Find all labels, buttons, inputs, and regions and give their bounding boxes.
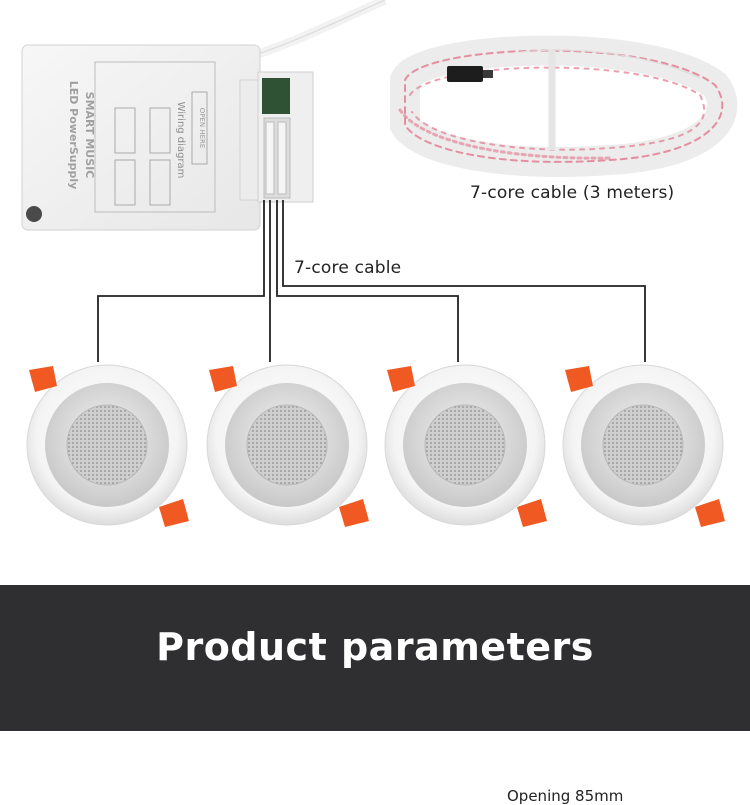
circuit-board [262, 78, 290, 114]
open-here-text: OPEN HERE [198, 108, 206, 149]
section-banner: Product parameters [0, 585, 750, 731]
cable-reel [390, 35, 738, 177]
product-scene: OPEN HERE Wiring diagram SMART MUSIC LED… [21, 0, 738, 527]
reel-label: 7-core cable (3 meters) [470, 183, 675, 203]
mounting-clip [387, 366, 415, 392]
wire-speaker-1 [97, 200, 265, 362]
speaker-1 [26, 364, 189, 527]
brand-title-2: LED PowerSupply [67, 81, 80, 190]
speaker-2 [206, 364, 369, 527]
wiring [97, 200, 646, 362]
power-supply-box: OPEN HERE Wiring diagram SMART MUSIC LED… [21, 44, 314, 231]
speaker-4 [562, 364, 725, 527]
brand-title-1: SMART MUSIC [83, 92, 96, 179]
mounting-clip [695, 499, 725, 527]
cable-connector [447, 66, 483, 82]
screw-hole [26, 206, 42, 222]
mounting-clip [209, 366, 237, 392]
opening-size-note: Opening 85mm [507, 787, 624, 805]
wiring-diagram-text: Wiring diagram [175, 102, 186, 179]
mounting-clip [159, 499, 189, 527]
mounting-clip [29, 366, 57, 392]
section-title: Product parameters [156, 625, 594, 669]
product-illustration: OPEN HERE Wiring diagram SMART MUSIC LED… [21, 0, 738, 527]
mounting-clip [339, 499, 369, 527]
mounting-clip [517, 499, 547, 527]
speaker-3 [384, 364, 547, 527]
mounting-clip [565, 366, 593, 392]
cable-label: 7-core cable [294, 258, 402, 278]
wire-speaker-3 [276, 200, 459, 362]
wire-speaker-4 [282, 200, 646, 362]
